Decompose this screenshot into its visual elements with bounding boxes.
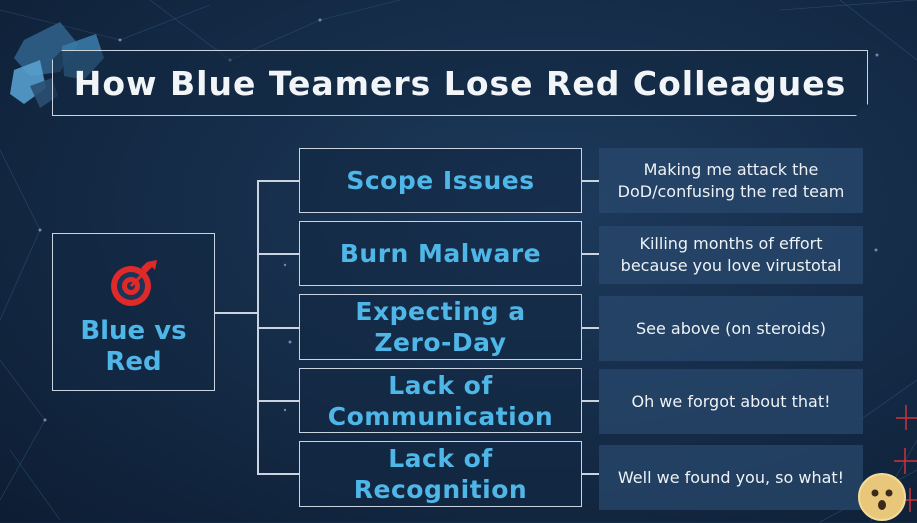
center-label-line-2: Red bbox=[105, 347, 162, 377]
description-box-4: Oh we forgot about that! bbox=[599, 369, 863, 434]
connector-branch-3 bbox=[257, 327, 299, 329]
description-box-1: Making me attack the DoD/confusing the r… bbox=[599, 148, 863, 213]
connector-desc-4 bbox=[582, 400, 599, 402]
description-box-2: Killing months of effort because you lov… bbox=[599, 226, 863, 284]
center-label: Blue vs Red bbox=[59, 316, 209, 378]
category-label-line-2: Zero-Day bbox=[374, 328, 507, 357]
connector-branch-4 bbox=[257, 400, 299, 402]
category-box-zero-day: Expecting a Zero-Day bbox=[299, 294, 582, 360]
connector-center bbox=[215, 312, 257, 314]
center-label-line-1: Blue vs bbox=[80, 316, 187, 346]
category-label: Scope Issues bbox=[346, 166, 535, 195]
description-text: Killing months of effort because you lov… bbox=[620, 234, 842, 275]
connector-branch-1 bbox=[257, 180, 299, 182]
category-label-line-2: Communication bbox=[327, 401, 554, 431]
connector-desc-5 bbox=[582, 473, 599, 475]
category-box-burn-malware: Burn Malware bbox=[299, 221, 582, 286]
category-box-communication: Lack of Communication bbox=[299, 368, 582, 433]
center-node: Blue vs Red bbox=[52, 233, 215, 391]
category-label-line-1: Expecting a bbox=[355, 297, 526, 326]
connector-desc-2 bbox=[582, 253, 599, 255]
category-box-recognition: Lack of Recognition bbox=[299, 441, 582, 507]
description-text: Making me attack the DoD/confusing the r… bbox=[617, 159, 845, 201]
presenter-avatar bbox=[858, 473, 906, 521]
description-box-5: Well we found you, so what! bbox=[599, 445, 863, 510]
slide-title: How Blue Teamers Lose Red Colleagues bbox=[73, 63, 847, 103]
category-box-scope-issues: Scope Issues bbox=[299, 148, 582, 213]
category-label-line-1: Lack of bbox=[388, 370, 493, 400]
connector-branch-5 bbox=[257, 473, 299, 475]
crosshair-decoration bbox=[894, 405, 917, 512]
category-label-line-1: Lack of bbox=[388, 444, 493, 473]
description-text: Well we found you, so what! bbox=[617, 467, 845, 487]
category-label: Burn Malware bbox=[339, 239, 542, 268]
category-label-line-2: Recognition bbox=[353, 475, 528, 504]
title-box: How Blue Teamers Lose Red Colleagues bbox=[52, 50, 868, 116]
connector-branch-2 bbox=[257, 253, 299, 255]
connector-desc-3 bbox=[582, 327, 599, 329]
connector-desc-1 bbox=[582, 180, 599, 182]
description-box-3: See above (on steroids) bbox=[599, 296, 863, 361]
target-icon bbox=[107, 256, 161, 310]
description-text: See above (on steroids) bbox=[636, 318, 826, 338]
description-text: Oh we forgot about that! bbox=[631, 391, 831, 411]
